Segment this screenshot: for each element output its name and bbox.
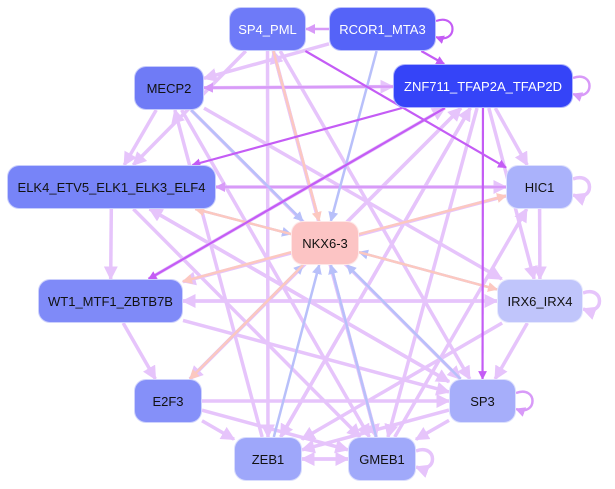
node-mecp2[interactable]: MECP2	[134, 66, 204, 110]
edge-sp4_pml-to-hic1	[304, 50, 507, 169]
node-label: NKX6-3	[302, 235, 348, 251]
edge-nkx6-3-to-elk4	[194, 206, 292, 236]
edge-znf711-to-elk4	[191, 106, 403, 168]
edge-rcor1_mta3-to-znf711	[420, 50, 445, 65]
node-label: ELK4_ETV5_ELK1_ELK3_ELF4	[17, 179, 206, 195]
node-label: SP4_PML	[238, 21, 297, 37]
edge-nkx6-3-to-wt1	[182, 250, 292, 284]
node-e2f3[interactable]: E2F3	[134, 379, 202, 423]
node-label: ZEB1	[251, 451, 285, 467]
edge-wt1-to-sp3	[182, 318, 451, 396]
node-rcor1_mta3[interactable]: RCOR1_MTA3	[329, 7, 436, 51]
edge-mecp2-to-irx6_irx4	[203, 106, 503, 281]
node-label: HIC1	[524, 179, 555, 195]
edge-sp3-to-sp3	[515, 390, 534, 417]
edge-mecp2-to-gmeb1	[180, 109, 371, 439]
node-label: RCOR1_MTA3	[339, 21, 426, 37]
edge-znf711-to-mecp2	[203, 82, 394, 93]
edge-wt1-to-e2f3	[121, 322, 157, 381]
edge-irx6_irx4-to-sp3	[493, 322, 529, 381]
edge-znf711-to-hic1	[493, 107, 529, 167]
node-wt1[interactable]: WT1_MTF1_ZBTB7B	[38, 279, 183, 323]
edge-irx6_irx4-to-irx6_irx4	[581, 289, 602, 320]
edge-mecp2-to-elk4	[122, 109, 158, 167]
node-label: E2F3	[152, 393, 184, 409]
edge-hic1-to-hic1	[571, 175, 592, 206]
edge-znf711-to-wt1	[147, 107, 446, 280]
node-irx6_irx4[interactable]: IRX6_IRX4	[497, 279, 583, 323]
node-sp3[interactable]: SP3	[449, 379, 516, 423]
edge-e2f3-to-zeb1	[201, 419, 236, 441]
edge-nkx6-3-to-hic1	[358, 193, 507, 236]
edge-gmeb1-to-nkx6-3	[328, 264, 378, 438]
edge-elk4-to-wt1	[103, 208, 118, 281]
node-nkx6-3[interactable]: NKX6-3	[291, 221, 359, 265]
edge-nkx6-3-to-irx6_irx4	[358, 250, 498, 292]
edge-rcor1_mta3-to-rcor1_mta3	[435, 18, 454, 44]
edge-znf711-to-znf711	[572, 75, 591, 102]
edge-nkx6-3-to-e2f3	[188, 264, 305, 380]
node-label: GMEB1	[359, 451, 405, 467]
edge-mecp2-to-nkx6-3	[190, 109, 304, 222]
node-label: IRX6_IRX4	[507, 293, 573, 309]
edge-zeb1-to-nkx6-3	[272, 264, 322, 438]
node-sp4_pml[interactable]: SP4_PML	[229, 7, 306, 51]
edge-sp3-to-gmeb1	[414, 418, 450, 441]
edge-rcor1_mta3-to-nkx6-3	[328, 50, 378, 222]
node-znf711[interactable]: ZNF711_TFAP2A_TFAP2D	[393, 64, 573, 108]
node-label: ZNF711_TFAP2A_TFAP2D	[404, 78, 562, 94]
node-label: SP3	[470, 393, 495, 409]
edge-zeb1-to-znf711	[279, 106, 472, 438]
node-elk4[interactable]: ELK4_ETV5_ELK1_ELK3_ELF4	[7, 165, 216, 209]
edge-gmeb1-to-gmeb1	[414, 447, 435, 478]
edge-zeb1-to-mecp2	[171, 108, 264, 438]
edge-sp3-to-elk4	[148, 207, 450, 384]
edge-sp4_pml-to-sp3	[278, 50, 472, 381]
edge-sp3-to-nkx6-3	[346, 264, 462, 380]
node-label: MECP2	[146, 80, 192, 96]
node-gmeb1[interactable]: GMEB1	[348, 437, 416, 481]
node-hic1[interactable]: HIC1	[506, 165, 573, 209]
node-label: WT1_MTF1_ZBTB7B	[48, 293, 173, 309]
node-zeb1[interactable]: ZEB1	[234, 437, 302, 481]
edge-gmeb1-to-hic1	[393, 207, 529, 438]
